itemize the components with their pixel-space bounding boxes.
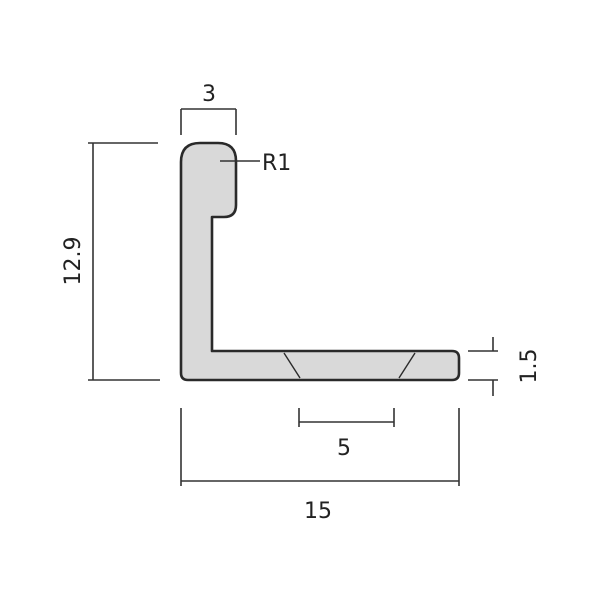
l-profile-section <box>179 141 461 382</box>
dimension-label-radius: R1 <box>262 151 291 176</box>
dimension-total-width: 15 <box>180 408 460 524</box>
dimension-base-thickness: 1.5 <box>468 337 542 396</box>
dimension-height: 12.9 <box>61 142 160 381</box>
dimension-label-total-width: 15 <box>304 499 332 524</box>
dimension-top-width: 3 <box>180 82 237 135</box>
dimension-label-segment: 5 <box>337 436 351 461</box>
hatch-mark-left <box>283 352 301 379</box>
dimension-radius: R1 <box>220 151 291 176</box>
dimension-label-height: 12.9 <box>61 237 86 286</box>
dimension-segment: 5 <box>298 408 395 461</box>
hatch-mark-right <box>398 352 416 379</box>
dimension-label-top-width: 3 <box>202 82 216 107</box>
dimension-label-base-thickness: 1.5 <box>517 349 542 384</box>
